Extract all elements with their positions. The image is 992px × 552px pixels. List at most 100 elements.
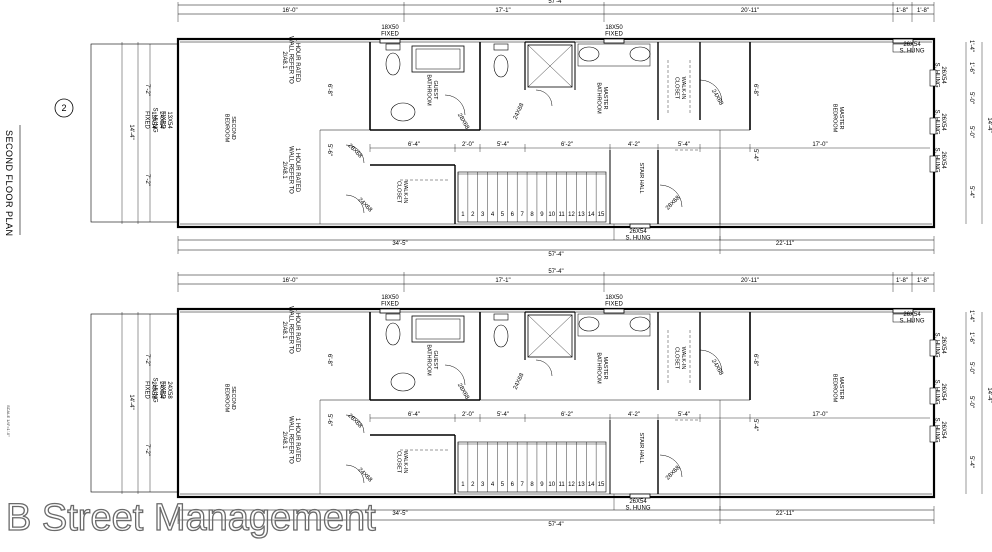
- dimension-interior: 5'-4": [678, 142, 690, 148]
- window-label: 24X54: [158, 111, 164, 129]
- dimension-interior: 6'-4": [408, 412, 420, 418]
- window-side: [929, 69, 937, 87]
- wall-note: 2/A8.1: [281, 431, 287, 449]
- window-label: 26X54: [940, 66, 946, 84]
- window-fixed: [379, 38, 401, 44]
- front-bay-outline: [90, 313, 179, 493]
- room-label-walkin-closet: WALK-IN: [680, 347, 686, 370]
- window-label: 26X54: [903, 312, 921, 318]
- guest-sink: [390, 102, 416, 122]
- toilet-tank: [493, 313, 509, 321]
- window-hung: [629, 223, 651, 229]
- vanity-counter: [577, 43, 651, 67]
- window-label: S. HUNG: [934, 332, 940, 357]
- window-side: [929, 155, 937, 173]
- window-label: S. HUNG: [625, 506, 650, 512]
- window-label: S. HUNG: [934, 379, 940, 404]
- window-label: 13X54: [150, 111, 156, 129]
- scale-note: SCALE 1/4"=1'-0": [6, 405, 11, 437]
- window-label: 24X58: [150, 381, 156, 399]
- detail-number-bubble: [54, 98, 74, 118]
- stair-step-number: 1: [461, 212, 465, 218]
- window-label: 26X54: [940, 151, 946, 169]
- stair-step-number: 9: [540, 482, 544, 488]
- stair-step-number: 6: [511, 482, 515, 488]
- door-swing-walkin: [345, 194, 365, 214]
- room-label-stair-hall: STAIR HALL: [638, 432, 644, 463]
- dimension-vertical: 5'-4": [752, 419, 758, 431]
- door-size-label: 28X68: [456, 112, 470, 131]
- window-label: FIXED: [381, 302, 399, 308]
- stair-step-number: 5: [501, 212, 505, 218]
- dimension-interior: 17'-0": [812, 142, 827, 148]
- window-label: FIXED: [605, 32, 623, 38]
- dimension-interior: 2'-0": [462, 142, 474, 148]
- room-label-master-bedroom: BEDROOM: [832, 374, 838, 403]
- room-label-guest-bathroom: BATHROOM: [426, 344, 432, 376]
- room-label-master-bathroom: BATHROOM: [596, 82, 602, 114]
- stair-step-number: 2: [471, 212, 475, 218]
- dimension-bottom-overall: 57'-4": [548, 252, 563, 258]
- dimension-left-upper: 7'-2": [144, 84, 150, 96]
- dimension-right: 1'-6": [968, 332, 974, 344]
- stair-step-number: 3: [481, 482, 485, 488]
- dimension-seg5: 1'-8": [917, 278, 929, 284]
- wall-note: 2/A8.1: [281, 161, 287, 179]
- window-label: S. HUNG: [934, 147, 940, 172]
- dimension-seg1: 16'-0": [282, 8, 297, 14]
- stair-step-number: 1: [461, 482, 465, 488]
- watermark-text: B Street Management: [5, 496, 376, 539]
- window-label: 26X54: [629, 499, 647, 505]
- dimension-right: 5'-4": [968, 456, 974, 468]
- sheet-title: SECOND FLOOR PLAN: [4, 130, 14, 237]
- stair-step-number: 9: [540, 212, 544, 218]
- window-label: 26X54: [629, 229, 647, 235]
- door-size-label: 24X68: [356, 467, 373, 484]
- stair-step-number: 15: [598, 212, 605, 218]
- dimension-left-overall: 14'-4": [128, 124, 134, 139]
- door-size-label: 28X68: [456, 382, 470, 401]
- window-label: FIXED: [160, 111, 166, 129]
- shower-diagonal: [527, 44, 573, 88]
- stair-step-number: 10: [548, 212, 555, 218]
- dimension-bottom-left: 34'-5": [392, 241, 407, 247]
- dimension-interior: 5'-4": [497, 412, 509, 418]
- door-swing-stair-hall: [659, 184, 683, 208]
- dimension-interior: 4'-2": [628, 412, 640, 418]
- dimension-right: 5'-4": [968, 186, 974, 198]
- wall-note: 1 HOUR RATED: [294, 418, 300, 463]
- dimension-seg1: 16'-0": [282, 278, 297, 284]
- shower-stall: [527, 44, 573, 88]
- wall-note: 1 HOUR RATED: [294, 38, 300, 83]
- window-label: S. HUNG: [152, 377, 158, 402]
- room-label-walkin-closet: WALK-IN: [402, 181, 408, 204]
- dimension-seg3: 20'-11": [741, 8, 759, 14]
- window-label: 18X50: [605, 25, 623, 31]
- dimension-seg3: 20'-11": [741, 278, 759, 284]
- dimension-right: 1'-6": [968, 62, 974, 74]
- dimension-overall-top: 57'-4": [548, 0, 563, 5]
- door-size-label: 24X68: [513, 102, 526, 121]
- stair-step-number: 2: [471, 482, 475, 488]
- room-label-master-bathroom: MASTER: [602, 357, 608, 380]
- wall-note: WALL REFER TO: [288, 306, 294, 354]
- bathtub: [411, 315, 465, 343]
- stair-step-number: 14: [588, 212, 595, 218]
- dimension-bottom-right: 22'-11": [776, 241, 794, 247]
- window-hung: [892, 308, 914, 314]
- master-sink: [629, 46, 651, 62]
- dimension-overall-top: 57'-4": [548, 269, 563, 275]
- toilet-bowl: [493, 54, 509, 78]
- dimension-right: 5'-0": [968, 126, 974, 138]
- stair-step-number: 8: [530, 212, 534, 218]
- wall-note: 2/A8.1: [281, 51, 287, 69]
